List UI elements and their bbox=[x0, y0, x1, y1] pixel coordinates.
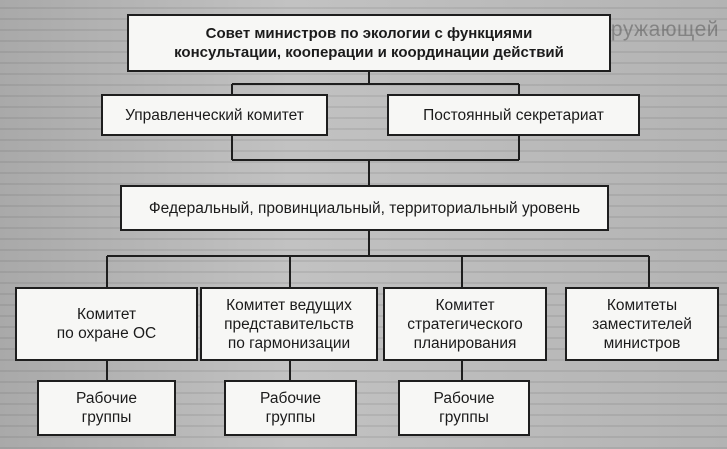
working-groups-label-line: группы bbox=[81, 409, 132, 426]
committee-label-line: Комитет bbox=[435, 296, 495, 314]
working-groups-label-line: группы bbox=[439, 409, 489, 426]
working-groups-label-line: группы bbox=[265, 409, 316, 426]
working-groups-box-2: Рабочие группы bbox=[224, 380, 357, 436]
working-groups-label-line: Рабочие bbox=[433, 390, 495, 407]
council-of-ministers-box: Совет министров по экологии с функциями … bbox=[127, 14, 611, 72]
committee-label-line: стратегического bbox=[407, 315, 523, 333]
government-level-box: Федеральный, провинциальный, территориал… bbox=[120, 185, 609, 231]
committee-label-line: планирования bbox=[413, 334, 517, 352]
working-groups-label-line: Рабочие bbox=[76, 390, 137, 407]
working-groups-box-1: Рабочие группы bbox=[37, 380, 176, 436]
committee-box-strategic-planning: Комитет стратегического планирования bbox=[383, 287, 547, 361]
management-committee-label: Управленческий комитет bbox=[125, 106, 304, 124]
committee-label-line: Комитет ведущих bbox=[226, 296, 352, 314]
committee-box-harmonization: Комитет ведущих представительств по гарм… bbox=[200, 287, 378, 361]
government-level-label: Федеральный, провинциальный, территориал… bbox=[148, 199, 581, 217]
committee-box-deputy-ministers: Комитеты заместителей министров bbox=[565, 287, 719, 361]
committee-label-line: Комитеты bbox=[606, 296, 678, 314]
committee-label-line: заместителей bbox=[592, 315, 692, 333]
committee-box-environment-protection: Комитет по охране ОС bbox=[15, 287, 198, 361]
committee-label-line: по гармонизации bbox=[227, 334, 351, 352]
working-groups-label-line: Рабочие bbox=[260, 390, 321, 407]
council-title-line2: консультации, кооперации и координации д… bbox=[174, 44, 564, 61]
permanent-secretariat-box: Постоянный секретариат bbox=[387, 94, 640, 136]
permanent-secretariat-label: Постоянный секретариат bbox=[423, 106, 604, 124]
committee-label-line: Комитет bbox=[76, 306, 137, 323]
committee-label-line: министров bbox=[603, 334, 681, 352]
committee-label-line: по охране ОС bbox=[56, 325, 157, 342]
committee-label-line: представительств bbox=[224, 315, 354, 333]
working-groups-box-3: Рабочие группы bbox=[398, 380, 530, 436]
council-title-line1: Совет министров по экологии с функциями bbox=[205, 25, 533, 42]
management-committee-box: Управленческий комитет bbox=[101, 94, 328, 136]
